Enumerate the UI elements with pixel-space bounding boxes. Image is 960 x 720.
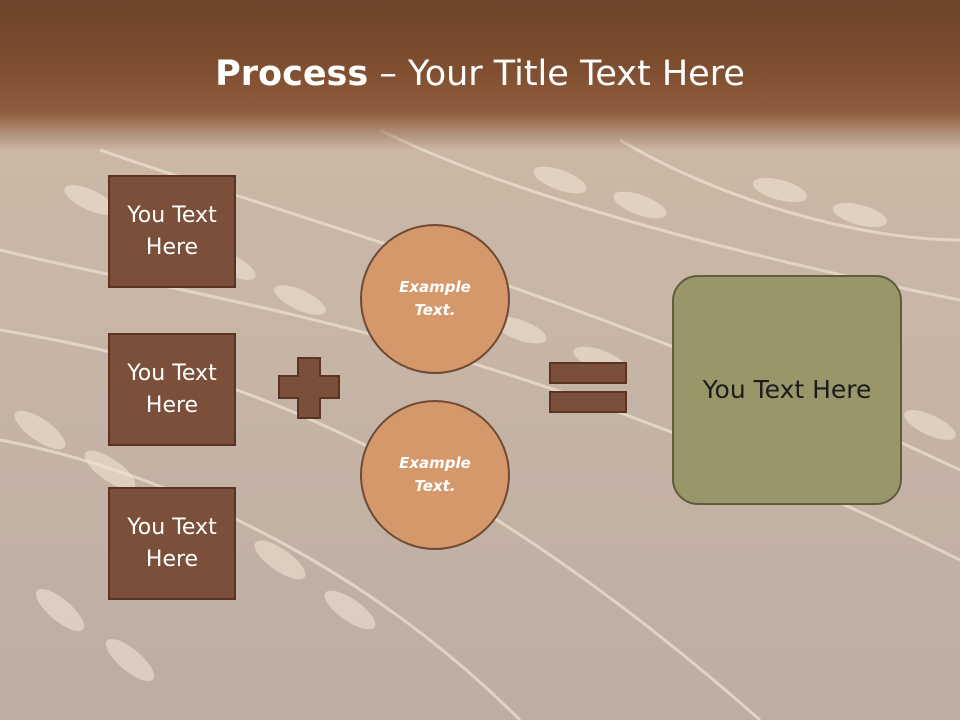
text-box-3-label: You Text Here: [127, 514, 217, 572]
example-circle-1-label: Example Text.: [399, 278, 471, 319]
text-box-1-label: You Text Here: [127, 202, 217, 260]
text-box-2-label: You Text Here: [127, 360, 217, 418]
example-circle-2: Example Text.: [360, 400, 510, 550]
title-bar: [0, 0, 960, 150]
title-bold-text: Process: [215, 54, 369, 94]
result-box-label: You Text Here: [702, 375, 872, 404]
example-circle-1: Example Text.: [360, 224, 510, 374]
result-box: You Text Here: [672, 275, 902, 505]
text-box-2: You Text Here: [108, 333, 236, 446]
title-rest-text: – Your Title Text Here: [368, 54, 745, 94]
text-box-1: You Text Here: [108, 175, 236, 288]
text-box-3: You Text Here: [108, 487, 236, 600]
slide-title: Process – Your Title Text Here: [0, 52, 960, 96]
example-circle-2-label: Example Text.: [399, 454, 471, 495]
